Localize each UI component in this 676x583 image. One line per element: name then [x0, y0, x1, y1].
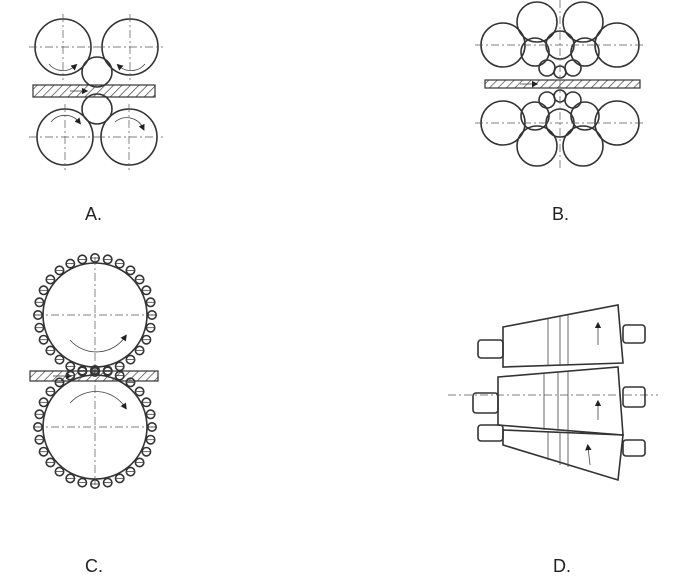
satellite-roll	[145, 322, 156, 333]
rolled-strip	[32, 84, 156, 98]
satellite-roll	[77, 254, 88, 265]
satellite-roll	[65, 370, 76, 381]
upper-backup-roll-left	[29, 14, 97, 80]
satellite-roll	[147, 309, 158, 320]
satellite-roll	[102, 366, 113, 377]
satellite-roll	[65, 258, 76, 269]
bottom-tapered-roll	[477, 424, 646, 482]
satellite-roll	[33, 309, 43, 320]
satellite-roll	[114, 473, 125, 484]
satellite-roll	[125, 265, 136, 276]
figure-c-planetary-mill	[29, 253, 159, 490]
satellite-roll	[145, 409, 156, 420]
satellite-roll	[90, 479, 101, 490]
satellite-roll	[65, 473, 76, 484]
figure-a-four-high-mill	[29, 14, 163, 170]
satellite-roll	[114, 370, 125, 381]
satellite-roll	[45, 386, 56, 397]
satellite-roll	[134, 345, 145, 356]
figure-b-cluster-mill	[475, 0, 645, 170]
satellite-roll	[34, 434, 45, 445]
satellite-roll	[38, 334, 49, 345]
option-b-label: B.	[552, 204, 570, 224]
satellite-roll	[34, 409, 45, 420]
satellite-roll	[114, 258, 125, 269]
satellite-roll	[147, 422, 158, 433]
satellite-roll	[38, 285, 49, 296]
lower-backup-roll-right	[97, 104, 163, 170]
rolled-strip	[484, 79, 641, 89]
satellite-roll	[145, 297, 156, 308]
satellite-roll	[45, 345, 56, 356]
upper-planetary-roll	[35, 257, 155, 373]
satellite-roll	[141, 285, 152, 296]
satellite-roll	[54, 466, 65, 477]
satellite-roll	[77, 366, 88, 377]
satellite-roll	[141, 334, 152, 345]
option-c-label: C.	[85, 556, 103, 576]
satellite-roll	[134, 386, 145, 397]
satellite-roll	[90, 365, 101, 376]
satellite-roll	[125, 354, 136, 365]
satellite-roll	[125, 377, 136, 388]
lower-backup-roll-left	[29, 104, 97, 170]
satellite-roll	[141, 397, 152, 408]
rolled-strip	[29, 370, 159, 382]
satellite-roll	[54, 377, 65, 388]
satellite-roll	[102, 254, 113, 265]
satellite-roll	[33, 422, 43, 433]
satellite-roll	[90, 253, 101, 263]
option-a-label: A.	[85, 204, 103, 224]
satellite-roll	[34, 297, 45, 308]
satellite-roll	[34, 322, 45, 333]
lower-work-roll	[81, 93, 113, 125]
top-tapered-roll	[477, 304, 646, 368]
upper-backup-roll-right	[97, 14, 163, 80]
satellite-roll	[125, 466, 136, 477]
lower-planetary-roll	[35, 369, 155, 485]
satellite-roll	[38, 397, 49, 408]
upper-work-roll	[81, 56, 113, 88]
satellite-roll	[45, 457, 56, 468]
satellite-roll	[45, 274, 56, 285]
satellite-roll	[134, 274, 145, 285]
satellite-roll	[102, 477, 113, 488]
figure-d-cross-roll-mill	[448, 304, 658, 482]
satellite-roll	[77, 477, 88, 488]
lower-satellite-rolls	[33, 365, 158, 490]
satellite-roll	[134, 457, 145, 468]
upper-satellite-rolls	[33, 253, 158, 378]
option-d-label: D.	[553, 556, 571, 576]
satellite-roll	[141, 446, 152, 457]
satellite-roll	[145, 434, 156, 445]
satellite-roll	[54, 265, 65, 276]
satellite-roll	[54, 354, 65, 365]
satellite-roll	[38, 446, 49, 457]
